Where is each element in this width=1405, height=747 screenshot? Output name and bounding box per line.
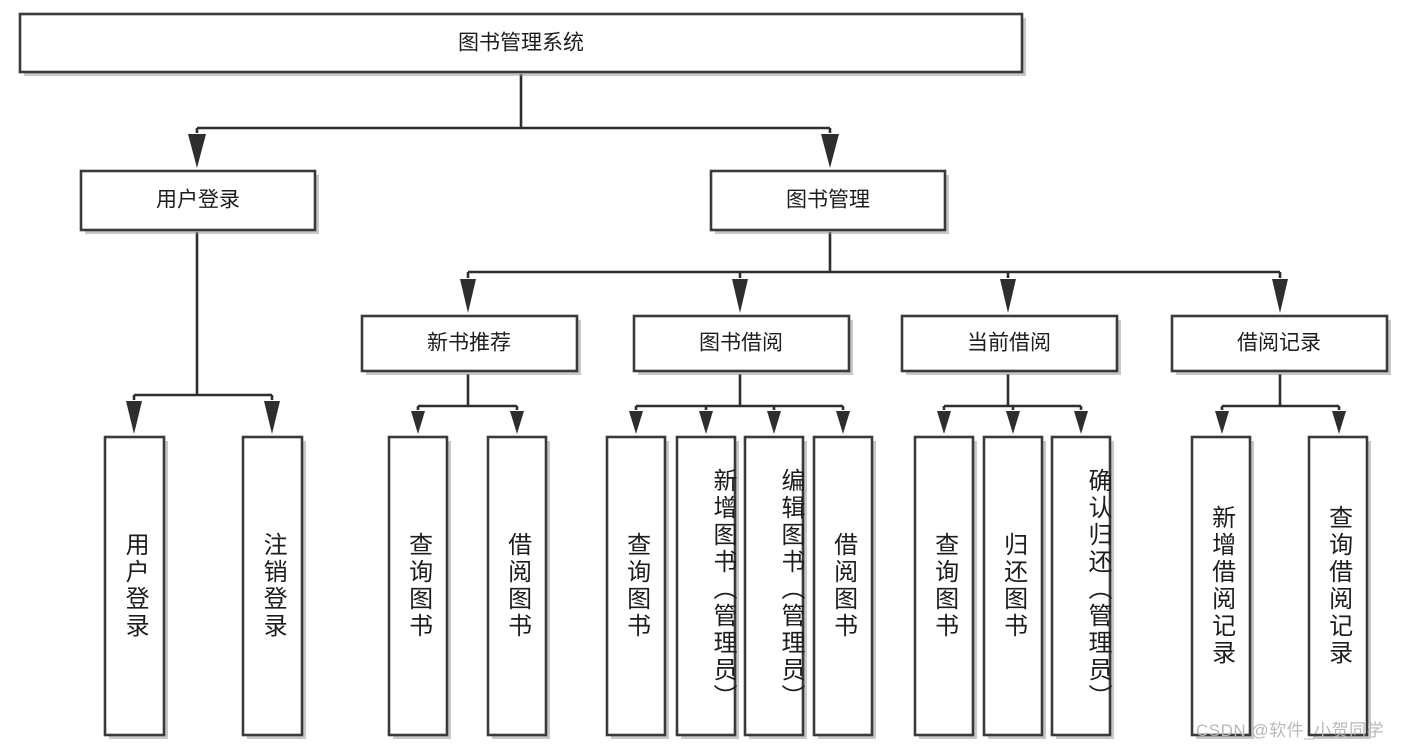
leaf-borrow-book-1-box[interactable] [486,435,548,737]
arrow-to-leaf-edit-book [767,411,781,434]
connector-group-current-borrow [937,374,1088,434]
arrow-to-leaf-query-book-2 [629,411,643,434]
arrow-to-leaf-add-record [1215,411,1229,434]
node-book-borrow-box[interactable] [632,314,851,373]
node-new-book-rec-box[interactable] [360,314,579,373]
node-book-borrow-label: 图书借阅 [699,332,783,355]
connector-group-root [188,74,839,168]
node-root-box[interactable] [18,12,1024,74]
node-user-login-label: 用户登录 [156,189,240,212]
leaf-group [103,435,1371,739]
arrow-to-leaf-borrow-book-2 [836,411,850,434]
arrow-to-borrow-record [1272,279,1288,313]
node-user-login-box[interactable] [79,169,317,232]
leaf-edit-book-box[interactable] [743,435,805,737]
leaf-add-book-box[interactable] [675,435,737,737]
arrow-to-leaf-query-book-1 [411,411,425,434]
arrow-to-leaf-borrow-book-1 [510,411,524,434]
node-new-book-rec-label: 新书推荐 [427,332,511,355]
node-book-manage-label: 图书管理 [786,189,870,212]
leaf-add-record-box[interactable] [1190,435,1252,737]
arrow-to-book-manage [821,134,839,168]
leaf-borrow-book-2-box[interactable] [812,435,874,737]
leaf-query-record-box[interactable] [1307,435,1369,737]
node-borrow-record-box[interactable] [1170,314,1389,373]
arrow-to-leaf-query-book-3 [937,411,951,434]
node-new-book-rec[interactable]: 新书推荐 [360,314,581,375]
node-borrow-record-label: 借阅记录 [1237,332,1321,355]
leaf-logout-box[interactable] [241,435,304,737]
node-current-borrow-box[interactable] [900,314,1119,373]
arrow-to-book-borrow [732,279,748,313]
arrow-to-new-book-rec [460,279,476,313]
node-current-borrow[interactable]: 当前借阅 [900,314,1121,375]
node-root-label: 图书管理系统 [458,32,584,55]
arrow-to-leaf-return-book [1006,411,1020,434]
arrow-to-leaf-user-login [126,401,142,434]
node-user-login[interactable]: 用户登录 [79,169,319,234]
arrow-to-leaf-query-record [1332,411,1346,434]
leaf-query-book-2-box[interactable] [605,435,667,737]
node-book-borrow[interactable]: 图书借阅 [632,314,853,375]
arrow-to-leaf-confirm-return [1074,411,1088,434]
connector-group-book-manage [460,232,1288,313]
node-root[interactable]: 图书管理系统 [18,12,1026,76]
leaf-user-login-box[interactable] [103,435,166,737]
connector-group-user-login [126,232,280,434]
connector-group-borrow-record [1215,374,1346,434]
node-borrow-record[interactable]: 借阅记录 [1170,314,1391,375]
leaf-return-book-box[interactable] [982,435,1044,737]
leaf-query-book-3-box[interactable] [913,435,975,737]
connector-group-new-book-rec [411,374,524,434]
node-book-manage-box[interactable] [709,169,947,232]
arrow-to-current-borrow [1000,279,1016,313]
leaf-query-book-1-box[interactable] [387,435,449,737]
arrow-to-leaf-add-book [699,411,713,434]
arrow-to-leaf-logout [264,401,280,434]
node-book-manage[interactable]: 图书管理 [709,169,949,234]
node-current-borrow-label: 当前借阅 [967,332,1051,355]
arrow-to-user-login [188,134,206,168]
leaf-confirm-return-box[interactable] [1050,435,1112,737]
connector-group-book-borrow [629,374,850,434]
csdn-watermark: CSDN @软件_小贺同学 [1196,721,1385,740]
